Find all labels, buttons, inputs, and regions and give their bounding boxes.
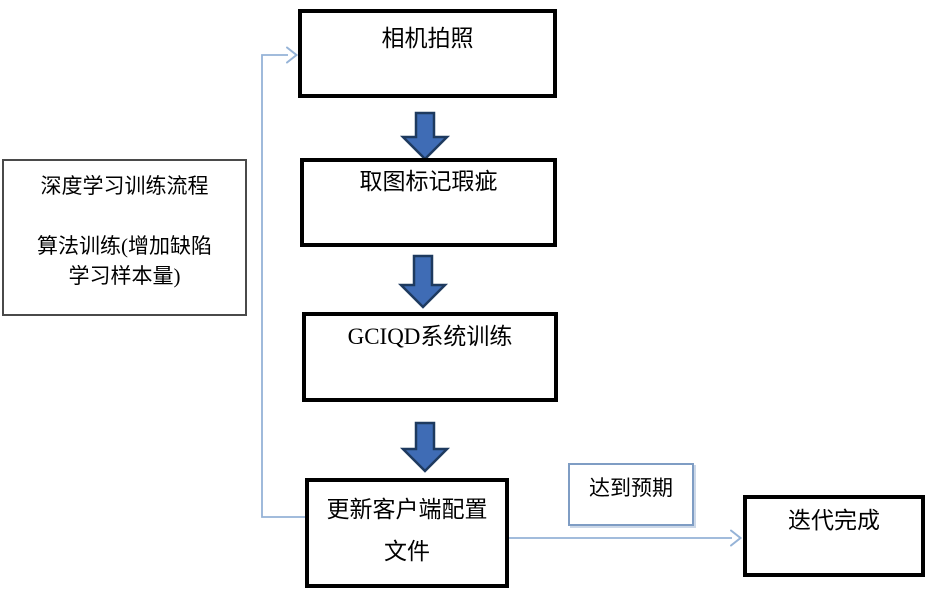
condition-expectation-met-label: 达到预期: [589, 476, 673, 500]
block-arrow-camera-to-mark: [399, 111, 451, 161]
done-arrowhead-icon: [730, 529, 743, 547]
step-camera-capture-label: 相机拍照: [381, 26, 474, 51]
step-iteration-complete: 迭代完成: [743, 495, 925, 577]
block-arrow-mark-to-train: [397, 254, 449, 309]
step-gciqd-training-label: GCIQD系统训练: [347, 324, 513, 349]
step-gciqd-training: GCIQD系统训练: [302, 312, 558, 402]
step-update-client-config: 更新客户端配置 文件: [305, 478, 509, 588]
step-mark-defects: 取图标记瑕疵: [300, 158, 557, 247]
condition-expectation-met: 达到预期: [568, 463, 694, 526]
step-iteration-complete-label: 迭代完成: [788, 508, 880, 533]
feedback-arrowhead-icon: [286, 46, 299, 64]
step-update-client-config-label: 更新客户端配置 文件: [326, 497, 488, 564]
side-note-training-process: 深度学习训练流程 算法训练(增加缺陷 学习样本量): [2, 159, 247, 316]
side-note-label: 深度学习训练流程 算法训练(增加缺陷 学习样本量): [37, 174, 212, 288]
feedback-connector-update-to-camera: [261, 54, 306, 518]
block-arrow-train-to-update: [399, 421, 451, 473]
step-camera-capture: 相机拍照: [298, 9, 557, 98]
step-mark-defects-label: 取图标记瑕疵: [359, 169, 498, 194]
